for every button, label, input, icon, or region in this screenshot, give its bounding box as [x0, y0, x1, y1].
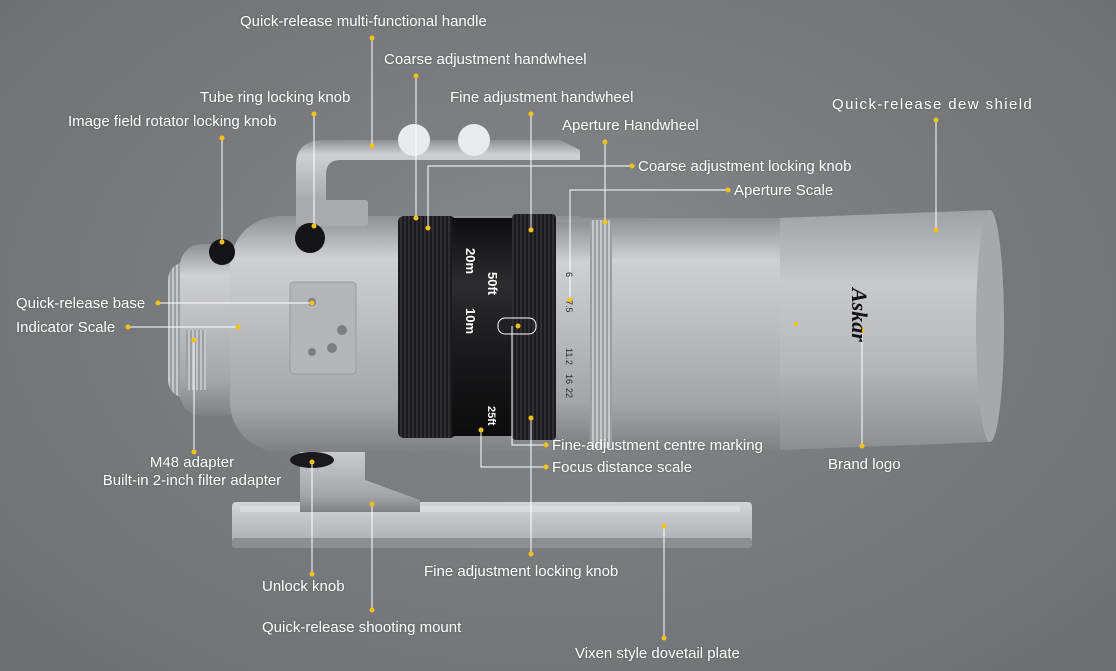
label-rotator-knob: Image field rotator locking knob [68, 113, 277, 130]
label-m48-adapter: M48 adapter [149, 454, 235, 471]
aperture-mark-6: 6 [564, 272, 574, 277]
coarse-handwheel-ring [398, 216, 456, 438]
aperture-mark-22: 22 [564, 388, 574, 398]
aperture-mark-16: 16 [564, 374, 574, 384]
label-coarse-lock-knob: Coarse adjustment locking knob [638, 158, 852, 175]
brand-logo-text: Askar [847, 286, 872, 342]
label-handle: Quick-release multi-functional handle [240, 13, 487, 30]
label-filter-adapter: Built-in 2-inch filter adapter [102, 472, 282, 489]
leader-aperture-scale [569, 189, 728, 300]
aperture-mark-11-2: 11.2 [564, 348, 574, 365]
aperture-handwheel-ring [590, 220, 612, 448]
leader-lines [128, 38, 937, 638]
focus-mark-25ft: 25ft [485, 406, 497, 426]
label-aperture-scale: Aperture Scale [734, 182, 834, 199]
dovetail-plate [232, 502, 752, 548]
dew-shield [780, 210, 999, 450]
qr-handle [296, 124, 580, 226]
qr-base-plate [289, 281, 357, 375]
label-unlock-knob: Unlock knob [262, 578, 345, 595]
label-qr-base: Quick-release base [16, 295, 146, 312]
leader-focus-scale [480, 430, 546, 468]
label-fine-centre-marking: Fine-adjustment centre marking [552, 437, 763, 454]
label-brand-logo: Brand logo [828, 456, 901, 473]
aperture-mark-7-5: 7.5 [564, 300, 574, 313]
leader-dots [125, 35, 939, 641]
m48-adapter [168, 244, 246, 416]
leader-fine-centre [511, 326, 546, 446]
fine-handwheel-ring [512, 214, 556, 440]
label-coarse-handwheel: Coarse adjustment handwheel [384, 51, 587, 68]
label-shooting-mount: Quick-release shooting mount [262, 619, 462, 636]
label-focus-scale: Focus distance scale [552, 459, 693, 476]
label-fine-handwheel: Fine adjustment handwheel [450, 89, 634, 106]
focus-markings: 20m 50ft 10m 25ft [463, 248, 500, 426]
focus-scale-ring [452, 218, 512, 436]
label-dovetail: Vixen style dovetail plate [575, 645, 740, 662]
focus-mark-50ft: 50ft [485, 272, 500, 296]
label-dew-shield: Quick-release dew shield [832, 96, 1034, 113]
focus-mark-10m: 10m [463, 308, 478, 334]
label-tube-ring-knob: Tube ring locking knob [200, 89, 351, 106]
label-indicator-scale: Indicator Scale [16, 319, 116, 336]
label-fine-lock-knob: Fine adjustment locking knob [424, 563, 619, 580]
aperture-scale-ring [556, 222, 592, 446]
leader-coarse-lock-knob [427, 165, 632, 228]
focus-mark-20m: 20m [463, 248, 478, 274]
aperture-markings: 6 7.5 11.2 16 22 [564, 272, 574, 398]
label-aperture-handwheel: Aperture Handwheel [562, 117, 699, 134]
